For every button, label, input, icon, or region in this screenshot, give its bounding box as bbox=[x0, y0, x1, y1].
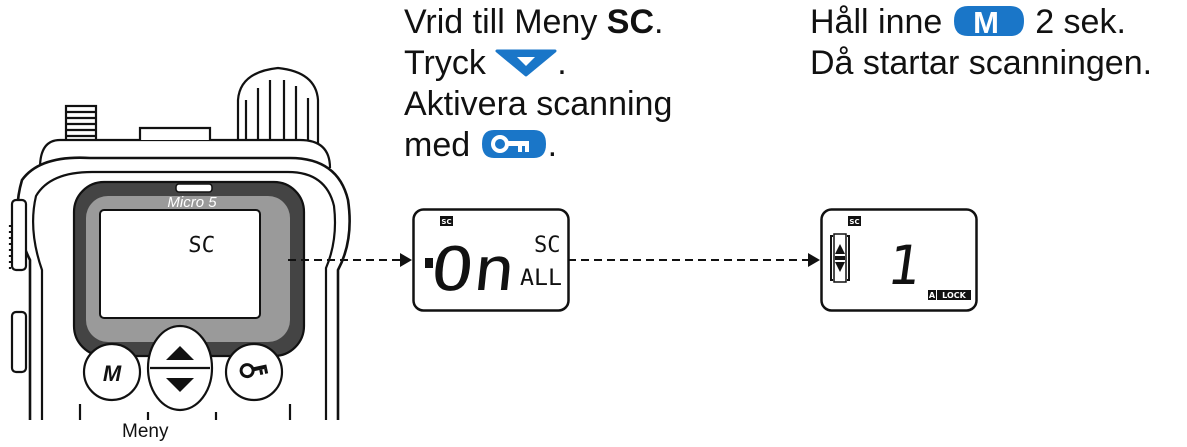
lcd1-bottom-right: ALL bbox=[520, 266, 562, 291]
scan-direction-icon bbox=[830, 233, 850, 283]
radio-caption: Meny bbox=[122, 421, 169, 442]
step1-line4-text: med bbox=[404, 126, 480, 164]
lcd1-top-right: SC bbox=[534, 233, 561, 258]
step1-line2: Tryck . bbox=[404, 43, 672, 84]
lcd2-flag-a: A bbox=[929, 291, 936, 300]
step2-line1-suffix: 2 sek. bbox=[1025, 3, 1126, 41]
lcd1-indicator: SC bbox=[441, 218, 451, 226]
step2-line2: Då startar scanningen. bbox=[810, 44, 1153, 82]
step1-line4: med . bbox=[404, 125, 672, 166]
step2-line1: Håll inne M 2 sek. bbox=[810, 2, 1152, 43]
radio-illustration: Micro 5 SC M bbox=[8, 66, 351, 420]
lcd1-dot bbox=[425, 258, 433, 268]
brand-label: Micro 5 bbox=[167, 194, 217, 211]
key-icon bbox=[239, 363, 269, 379]
step1-line1-text: Vrid till Meny bbox=[404, 3, 607, 41]
step2-instructions: Håll inne M 2 sek. Då startar scanningen… bbox=[810, 2, 1152, 84]
lcd2-indicator: SC bbox=[849, 218, 859, 226]
step1-line1: Vrid till Meny SC. bbox=[404, 2, 672, 43]
step1-line4-period: . bbox=[547, 126, 558, 164]
up-arrow-icon bbox=[166, 346, 194, 360]
down-arrow-icon bbox=[166, 378, 194, 392]
step2-line1-text: Håll inne bbox=[810, 3, 952, 41]
lock-key-icon bbox=[480, 128, 548, 160]
radio-screen-text: SC bbox=[187, 233, 215, 258]
step1-line2-text: Tryck bbox=[404, 44, 496, 82]
menu-sc-label: SC bbox=[606, 3, 655, 41]
down-key-icon bbox=[495, 47, 557, 77]
m-key-icon: M bbox=[952, 4, 1026, 38]
step1-line3: Aktivera scanning bbox=[404, 85, 673, 123]
svg-text:M: M bbox=[973, 5, 999, 38]
lcd2-flag-lock: LOCK bbox=[942, 291, 966, 300]
m-key-label: M bbox=[103, 361, 122, 386]
step1-instructions: Vrid till Meny SC. Tryck . Aktivera scan… bbox=[404, 2, 672, 166]
step1-line1-period: . bbox=[654, 3, 664, 41]
lcd1-main: On bbox=[428, 235, 519, 305]
step1-line2-period: . bbox=[557, 44, 567, 82]
lcd-display-scanning: SC 1 A LOCK bbox=[820, 208, 978, 312]
lcd-display-scan-on: SC On SC ALL bbox=[412, 208, 570, 312]
